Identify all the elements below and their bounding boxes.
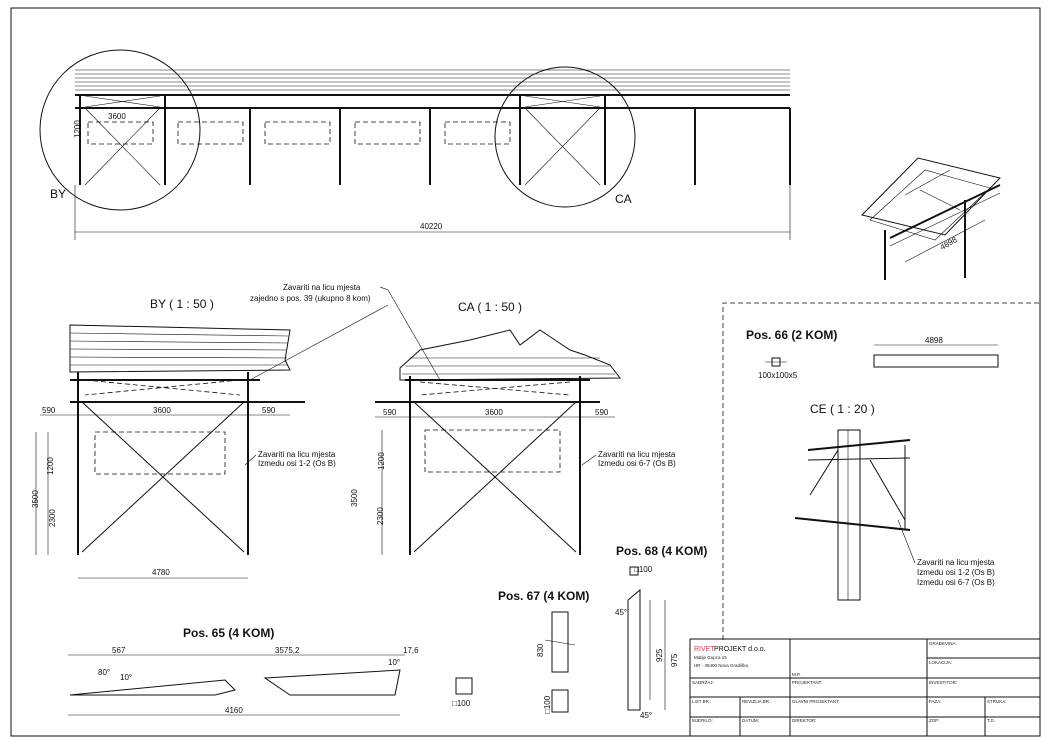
- ce-note-b-label: Izmedu osi 1-2 (Os B): [917, 568, 995, 577]
- detail-ca-h-total-label: 3500: [350, 489, 359, 507]
- title-block-projektant-label: PROJEKTANT:: [792, 680, 822, 685]
- pos68-angle-label: 45°: [615, 608, 627, 617]
- detail-circle-ca: [494, 66, 636, 208]
- title-block-company-red-label: RIVET: [694, 646, 715, 653]
- title-block-faza-label: FAZA:: [929, 699, 942, 704]
- title-block-glavni-label: GLAVNI PROJEKTANT:: [792, 699, 840, 704]
- top-view-label-by-label: BY: [50, 187, 66, 201]
- detail-by-note2a-label: Zavariti na licu mjesta: [258, 450, 336, 459]
- pos67-sec1-label: □100: [452, 699, 471, 708]
- detail-circle-by: [39, 49, 201, 211]
- title-block-td-label: T.D.: [987, 718, 995, 723]
- pos65-d3-label: 17,6: [403, 646, 419, 655]
- pos68-d2-label: 975: [670, 653, 679, 667]
- top-elevation: BY CA 3600 1200 40220: [39, 49, 791, 240]
- pos65-angle2-label: 10°: [120, 673, 132, 682]
- detail-by-note1a-label: Zavariti na licu mjesta: [283, 283, 361, 292]
- pos66: Pos. 66 (2 KOM) 4898 100x100x5: [746, 328, 999, 380]
- pos68-sec-label: □100: [634, 565, 653, 574]
- detail-by-w-base-label: 4780: [152, 568, 170, 577]
- detail-ca: CA ( 1 : 50 ) 590 3600 590 1200 2300 350…: [350, 300, 676, 555]
- detail-ca-title-label: CA ( 1 : 50 ): [458, 300, 522, 314]
- title-block: RIVET PROJEKT d.o.o. Matije Gupca 15 HR …: [689, 638, 1041, 737]
- title-block-company-rest-label: PROJEKT d.o.o.: [714, 646, 766, 653]
- title-block-addr2-label: HR - 35400 Nova Gradiška: [694, 663, 749, 668]
- title-block-datum-label: DATUM:: [742, 718, 759, 723]
- detail-by-d-left-label: 590: [42, 406, 56, 415]
- detail-by-h-total-label: 3500: [31, 490, 40, 508]
- top-view-dim-bay-label: 3600: [108, 112, 126, 121]
- detail-by: BY ( 1 : 50 ) Zavariti na licu mjesta za…: [31, 283, 441, 579]
- title-block-mjerilo-label: MJERILO:: [692, 718, 713, 723]
- pos66-title-label: Pos. 66 (2 KOM): [746, 328, 837, 342]
- pos66-length-label: 4898: [925, 336, 943, 345]
- detail-ca-h1-label: 1200: [377, 452, 386, 470]
- detail-ca-note2a-label: Zavariti na licu mjesta: [598, 450, 676, 459]
- detail-by-d-right-label: 590: [262, 406, 276, 415]
- detail-by-h1-label: 1200: [46, 457, 55, 475]
- pos67-sec2-label: □100: [543, 695, 552, 714]
- ce-frame: [722, 302, 1040, 640]
- pos65-angle3-label: 10°: [388, 658, 400, 667]
- ce-note-a-label: Zavariti na licu mjesta: [917, 558, 995, 567]
- title-block-lokacija-label: LOKACIJA:: [929, 660, 952, 665]
- top-view-dim-height-label: 1200: [73, 120, 82, 138]
- title-block-list-label: LIST BR.:: [692, 699, 711, 704]
- pos66-section-label: 100x100x5: [758, 371, 798, 380]
- pos65-d2-label: 3575,2: [275, 646, 300, 655]
- title-block-zop-label: ZOP:: [929, 718, 940, 723]
- isometric-view: 4898: [861, 157, 1001, 280]
- pos68: Pos. 68 (4 KOM) □100 45° 925 975 45°: [615, 544, 707, 720]
- title-block-direktor-label: DIREKTOR:: [792, 718, 816, 723]
- ce-note-c-label: Izmedu osi 6-7 (Os B): [917, 578, 995, 587]
- top-view-dim-total-label: 40220: [420, 222, 443, 231]
- title-block-revizija-label: REVIZIJA BR.:: [742, 699, 772, 704]
- ce-title-label: CE ( 1 : 20 ): [810, 402, 875, 416]
- pos65: Pos. 65 (4 KOM) 567 3575,2 17,6 80° 10° …: [68, 626, 419, 716]
- pos67-title-label: Pos. 67 (4 KOM): [498, 589, 589, 603]
- pos68-d1-label: 925: [655, 648, 664, 662]
- sheet-border: [10, 7, 1041, 737]
- title-block-mp-label: M.P.: [792, 672, 801, 677]
- pos68-angle2-label: 45°: [640, 711, 652, 720]
- top-view-label-ca-label: CA: [615, 192, 632, 206]
- pos67-h-label: 830: [536, 643, 545, 657]
- detail-by-title-label: BY ( 1 : 50 ): [150, 297, 214, 311]
- detail-ca-note2b-label: Izmedu osi 6-7 (Os B): [598, 459, 676, 468]
- pos65-angle1-label: 80°: [98, 668, 110, 677]
- detail-by-h2-label: 2300: [48, 509, 57, 527]
- detail-ca-d-right-label: 590: [595, 408, 609, 417]
- title-block-sadrzaj-label: SADRŽAJ:: [692, 678, 714, 685]
- detail-by-note2b-label: Izmedu osi 1-2 (Os B): [258, 459, 336, 468]
- detail-by-note1b-label: zajedno s pos. 39 (ukupno 8 kom): [250, 294, 371, 303]
- title-block-struka-label: STRUKA:: [987, 699, 1007, 704]
- pos65-title-label: Pos. 65 (4 KOM): [183, 626, 274, 640]
- pos67: Pos. 67 (4 KOM) 830 □100 □100: [452, 589, 589, 714]
- detail-ca-d-left-label: 590: [383, 408, 397, 417]
- ce-detail: CE ( 1 : 20 ) Zavariti na licu mjesta Iz…: [794, 402, 995, 601]
- title-block-investitor-label: INVESTITOR:: [929, 680, 957, 685]
- pos65-total-label: 4160: [225, 706, 243, 715]
- pos65-d1-label: 567: [112, 646, 126, 655]
- title-block-addr1-label: Matije Gupca 15: [694, 655, 727, 660]
- detail-ca-h2-label: 2300: [376, 507, 385, 525]
- pos68-title-label: Pos. 68 (4 KOM): [616, 544, 707, 558]
- title-block-gradevina-label: GRAĐEVINA:: [929, 641, 957, 646]
- detail-ca-d-mid-label: 3600: [485, 408, 503, 417]
- detail-by-d-mid-label: 3600: [153, 406, 171, 415]
